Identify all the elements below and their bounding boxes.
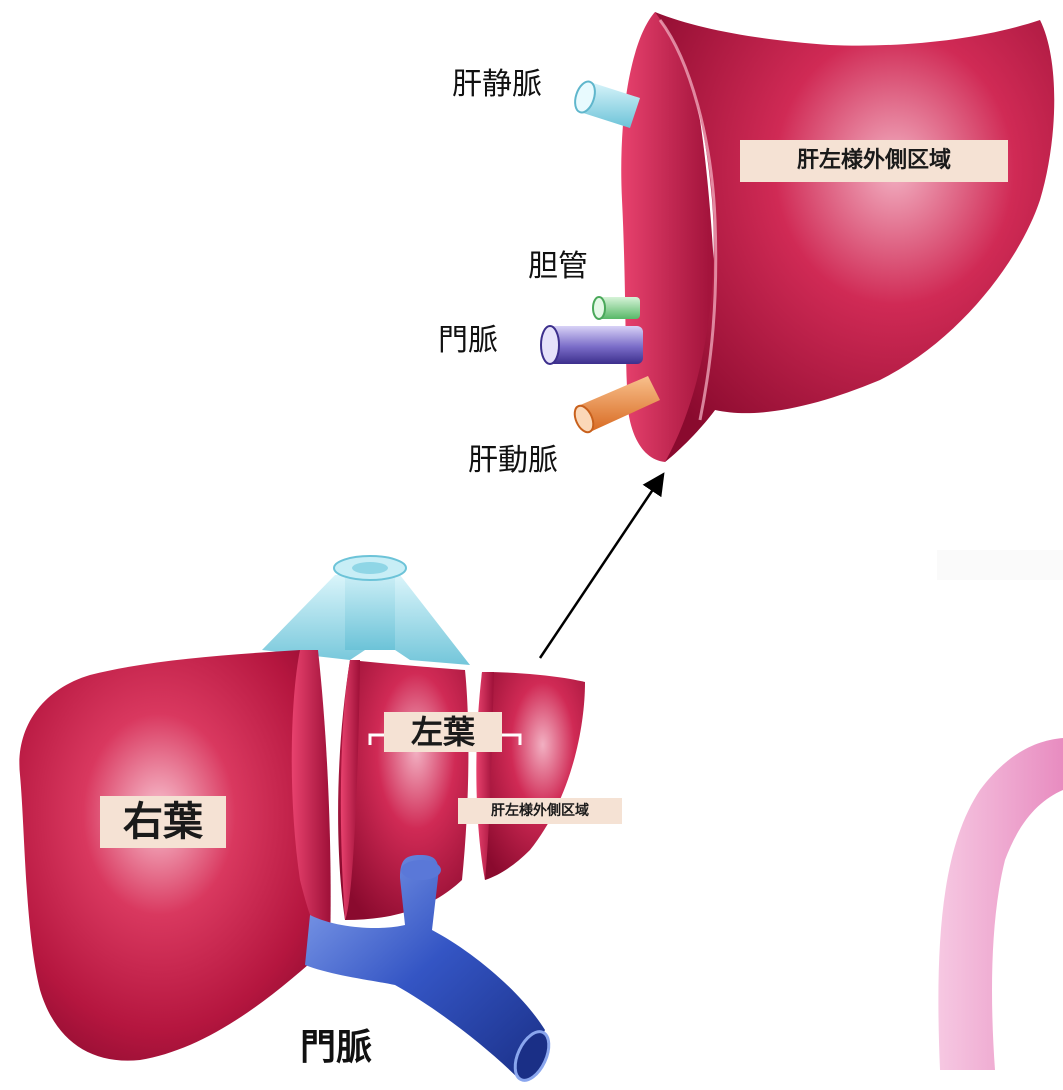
label-left-lobe: 左葉: [384, 712, 502, 752]
label-hepatic-artery: 肝動脈: [468, 446, 558, 476]
bile-duct-top: [593, 297, 640, 319]
label-right-lobe: 右葉: [100, 796, 226, 848]
label-left-lateral-bottom: 肝左様外側区域: [458, 798, 622, 824]
right-lobe: [19, 650, 330, 1061]
left-lateral-segment-bottom: [476, 672, 585, 880]
label-portal-vein-bottom: 門脈: [300, 1030, 372, 1066]
aorta-arch: [937, 550, 1063, 1070]
arrow-detach: [540, 476, 662, 658]
label-bile-duct: 胆管: [528, 252, 588, 282]
label-left-lateral-top: 肝左様外側区域: [740, 140, 1008, 182]
hepatic-vein-bottom: [262, 556, 470, 665]
left-lateral-segment-top: [621, 12, 1054, 462]
label-portal-vein-top: 門脈: [438, 326, 498, 356]
portal-vein-top: [541, 326, 643, 364]
label-hepatic-vein: 肝静脈: [452, 70, 542, 100]
